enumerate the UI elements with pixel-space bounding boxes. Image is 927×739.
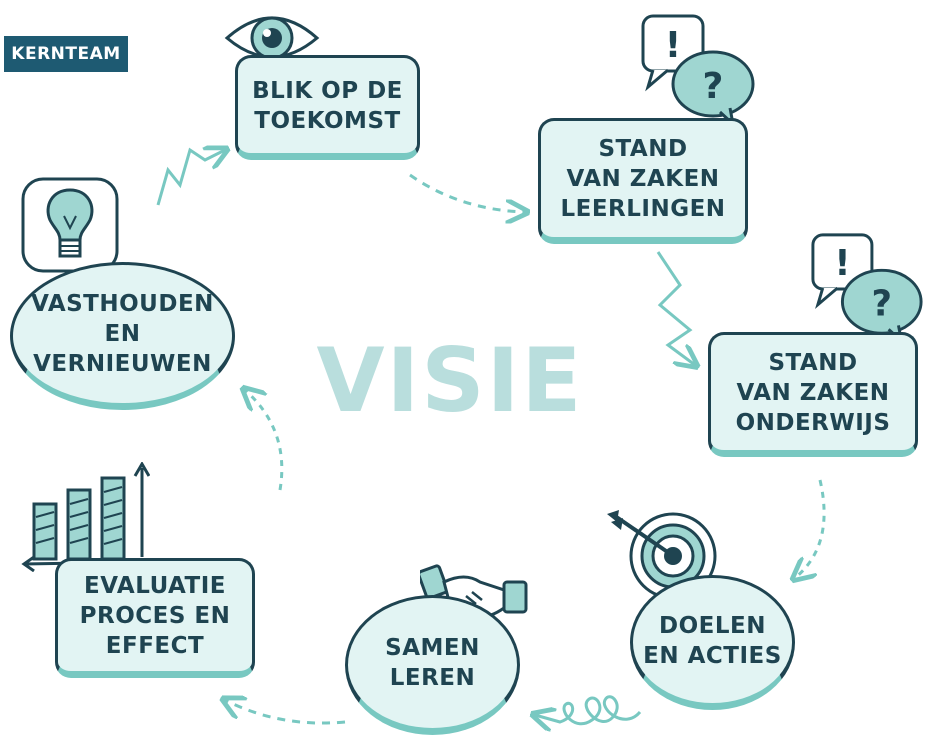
step-label: STAND VAN ZAKEN ONDERWIJS xyxy=(735,349,891,436)
svg-text:!: ! xyxy=(834,243,850,284)
step-doelen-en-acties: DOELEN EN ACTIES xyxy=(630,575,795,710)
step-stand-van-zaken-leerlingen: STAND VAN ZAKEN LEERLINGEN xyxy=(538,118,748,244)
step-stand-van-zaken-onderwijs: STAND VAN ZAKEN ONDERWIJS xyxy=(708,332,918,457)
step-label: DOELEN EN ACTIES xyxy=(643,612,782,669)
svg-text:?: ? xyxy=(871,284,892,325)
target-icon xyxy=(607,510,717,600)
step-label: SAMEN LEREN xyxy=(385,635,480,691)
step-blik-op-de-toekomst: BLIK OP DE TOEKOMST xyxy=(235,55,420,160)
arrow-vasthouden-to-blik xyxy=(156,150,225,206)
speech-bubbles-icon: ! ? xyxy=(811,233,923,345)
step-label: VASTHOUDEN EN VERNIEUWEN xyxy=(31,291,214,377)
arrow-samen-to-evaluatie xyxy=(225,700,346,725)
step-label: STAND VAN ZAKEN LEERLINGEN xyxy=(560,136,726,222)
step-label: EVALUATIE PROCES EN EFFECT xyxy=(79,573,231,659)
arrow-leerlingen-to-onderwijs xyxy=(656,251,695,365)
kernteam-badge: KERNTEAM xyxy=(4,36,128,72)
svg-text:?: ? xyxy=(703,66,724,107)
step-vasthouden-en-vernieuwen: VASTHOUDEN EN VERNIEUWEN xyxy=(10,262,235,410)
arrow-onderwijs-to-doelen xyxy=(795,479,826,578)
step-samen-leren: SAMEN LEREN xyxy=(345,595,520,735)
arrow-doelen-to-samen xyxy=(535,695,642,724)
bar-chart-icon xyxy=(21,462,150,572)
svg-text:!: ! xyxy=(665,25,681,66)
center-title: VISIE xyxy=(316,328,584,432)
step-evaluatie-proces-en-effect: EVALUATIE PROCES EN EFFECT xyxy=(55,558,255,678)
arrow-blik-to-leerlingen xyxy=(409,173,525,212)
lightbulb-icon xyxy=(21,177,119,273)
step-label: BLIK OP DE TOEKOMST xyxy=(252,77,403,134)
arrow-evaluatie-to-vasthouden xyxy=(245,390,284,491)
speech-bubbles-icon: ! ? xyxy=(641,14,755,127)
